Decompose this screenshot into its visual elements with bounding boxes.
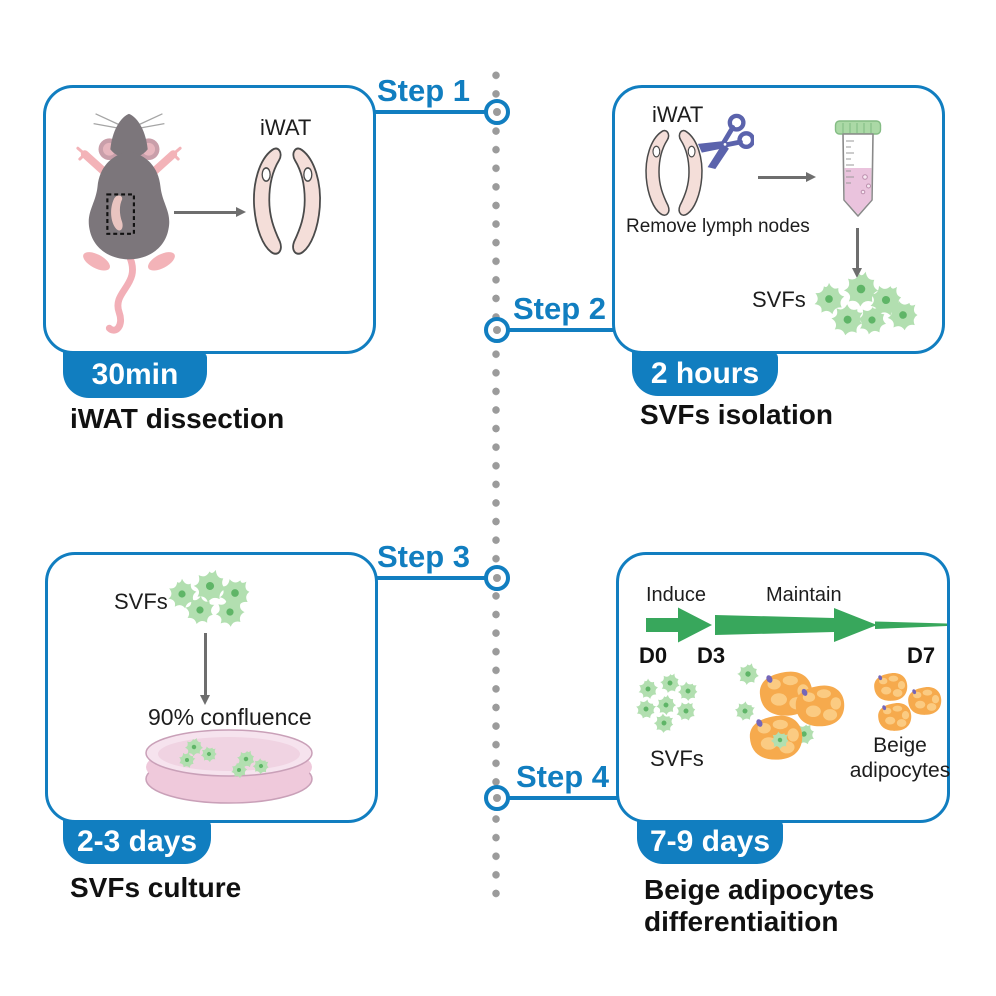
digestion-arrow	[856, 228, 859, 268]
induce-label: Induce	[646, 584, 707, 606]
step1-duration-badge: 30min	[63, 352, 207, 398]
step1-label: Step 1	[376, 73, 470, 108]
timeline-dotted-line	[489, 66, 503, 904]
panel-step2	[612, 85, 945, 354]
step2-connector-line	[508, 328, 614, 332]
step4-caption: Beige adipocytes differentiaition	[644, 874, 875, 938]
panel1-iwat-label: iWAT	[260, 115, 312, 140]
d3-mixed-cells-cluster	[734, 662, 845, 760]
step3-node-marker	[484, 565, 510, 591]
dissection-arrow	[174, 211, 236, 214]
culture-arrow	[204, 633, 207, 695]
day3-label: D3	[697, 643, 726, 668]
step2-duration-badge: 2 hours	[632, 352, 778, 396]
differentiation-timeline-arrows	[646, 607, 947, 643]
panel2-svfs-label: SVFs	[752, 287, 806, 312]
step3-duration-badge: 2-3 days	[63, 820, 211, 864]
confluence-label: 90% confluence	[148, 704, 312, 730]
svf-cells-cluster-2	[168, 566, 258, 629]
step4-duration-badge: 7-9 days	[637, 820, 783, 864]
maintain-label: Maintain	[766, 584, 842, 606]
step4-duration-text: 7-9 days	[649, 825, 771, 858]
beige-adipocytes-label-line2: adipocytes	[849, 759, 951, 783]
beige-adipocytes-label-line1: Beige	[873, 734, 927, 757]
mouse-illustration	[76, 113, 182, 334]
step1-duration-text: 30min	[91, 358, 179, 391]
step1-connector-line	[374, 110, 486, 114]
step3-label: Step 3	[376, 539, 470, 574]
step3-duration-text: 2-3 days	[76, 825, 198, 858]
step4-label: Step 4	[516, 759, 610, 794]
step4-node-marker	[484, 785, 510, 811]
panel3-svfs-label: SVFs	[114, 589, 168, 614]
panel2-iwat-label: iWAT	[652, 102, 704, 127]
svf-cells-cluster	[814, 268, 918, 338]
scissors-icon	[697, 113, 754, 170]
d7-beige-adipocytes-cluster	[874, 673, 942, 731]
remove-lymph-nodes-note: Remove lymph nodes	[626, 216, 810, 237]
d0-svf-cluster	[634, 670, 703, 734]
step3-connector-line	[376, 576, 486, 580]
day7-label: D7	[907, 643, 936, 668]
step2-label: Step 2	[513, 291, 607, 326]
step1-node-marker	[484, 99, 510, 125]
step4-connector-line	[508, 796, 618, 800]
step3-caption: SVFs culture	[70, 872, 242, 903]
step2-node-marker	[484, 317, 510, 343]
day0-label: D0	[639, 643, 668, 668]
beige-adipocytes-label: Beige adipocytes	[843, 733, 957, 783]
mincing-arrow	[758, 176, 806, 179]
panel4-svfs-label: SVFs	[650, 746, 704, 771]
iwat-tissue-pair	[252, 147, 322, 255]
falcon-tube	[834, 120, 882, 217]
step2-duration-text: 2 hours	[650, 357, 760, 390]
step2-caption: SVFs isolation	[640, 399, 833, 430]
step1-caption: iWAT dissection	[70, 403, 285, 434]
petri-dish	[145, 729, 313, 804]
